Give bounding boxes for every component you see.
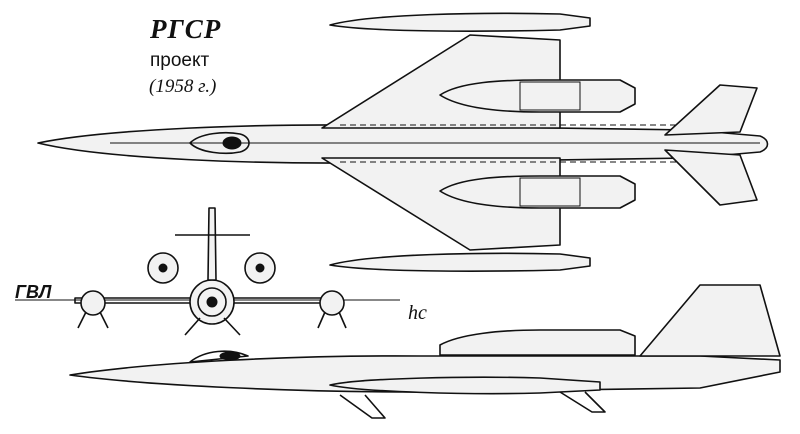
drawing-subtitle: проект <box>150 50 210 71</box>
waterline-label: ГВЛ <box>15 282 52 302</box>
top-tail-lower <box>664 149 758 206</box>
side-fin <box>639 284 781 357</box>
top-tip-store-upper <box>329 12 591 32</box>
top-tail-upper <box>664 84 758 136</box>
top-tip-store-lower <box>329 252 591 272</box>
top-canopy <box>189 131 250 155</box>
side-nacelle <box>439 329 636 356</box>
side-view <box>69 284 781 419</box>
top-nacelle-lower <box>439 175 636 209</box>
front-view <box>15 207 400 336</box>
front-tip-store-right <box>319 290 345 316</box>
top-canopy-glass <box>222 136 242 150</box>
side-canopy <box>189 350 249 363</box>
front-tip-store-left <box>80 290 106 316</box>
drawing-year: (1958 г.) <box>149 76 217 97</box>
top-view <box>37 12 769 272</box>
side-store <box>329 376 601 395</box>
front-fin <box>207 207 217 281</box>
hc-mark-label: hc <box>408 302 427 324</box>
side-fuselage <box>69 355 781 393</box>
top-nacelle-upper <box>439 79 636 113</box>
drawing-title: РГСР <box>150 14 222 44</box>
